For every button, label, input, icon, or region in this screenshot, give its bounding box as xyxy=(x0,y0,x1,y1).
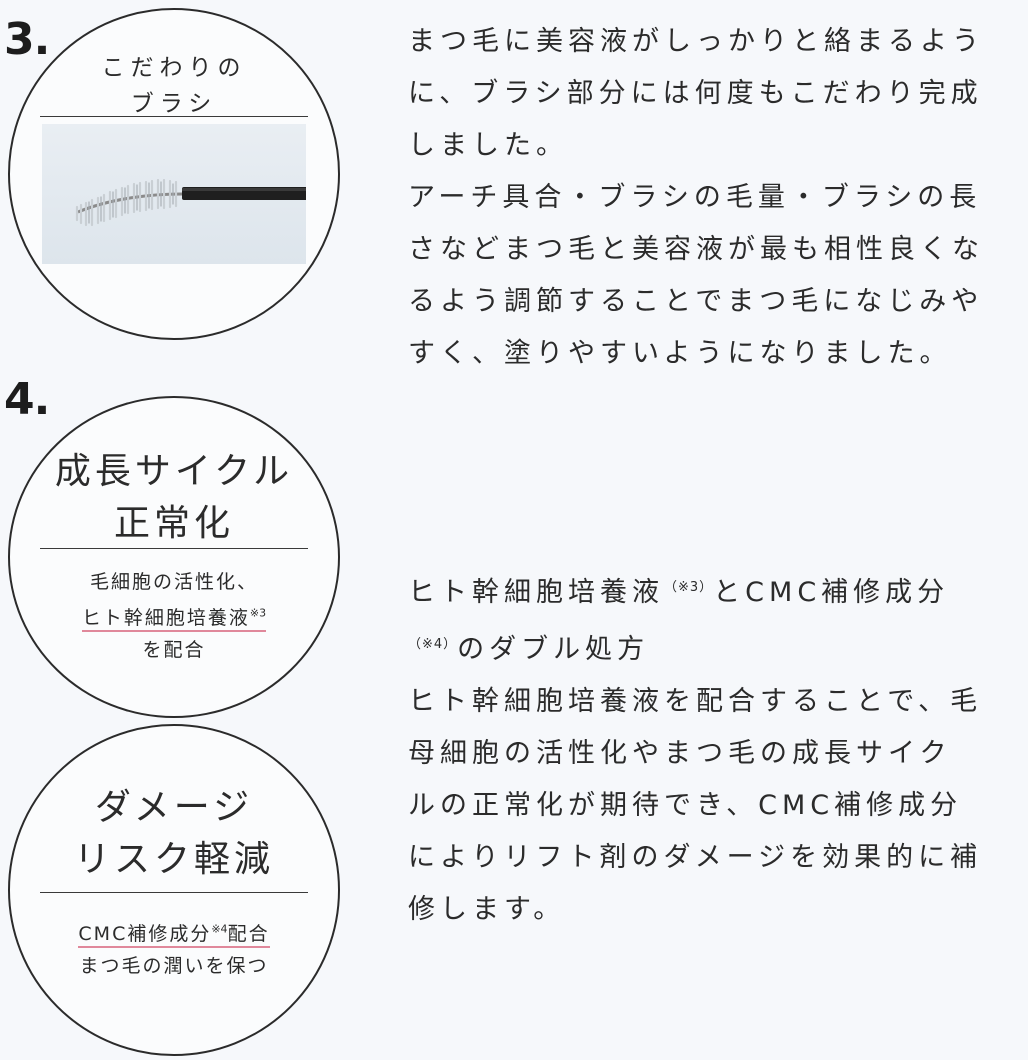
section-3-number: 3. xyxy=(4,14,50,65)
text-line: アーチ具合・ブラシの毛量・ブラシの長 xyxy=(408,182,982,213)
sub-line: を配合 xyxy=(142,639,206,662)
divider xyxy=(40,116,308,117)
divider xyxy=(40,892,308,893)
text-line: 修します。 xyxy=(408,894,566,925)
growth-cycle-circle: 成長サイクル 正常化 毛細胞の活性化、 ヒト幹細胞培養液※3 を配合 xyxy=(8,396,340,718)
text-span: ヒト幹細胞培養液 xyxy=(408,577,664,608)
sub-line: 毛細胞の活性化、 xyxy=(89,571,258,593)
brush-feature-title: こだわりの ブラシ xyxy=(10,50,338,122)
highlighted-ingredient: CMC補修成分※4配合 xyxy=(78,923,270,949)
growth-cycle-title-line1: 成長サイクル xyxy=(54,451,294,492)
double-formula-description: ヒト幹細胞培養液（※3）とCMC補修成分 （※4）のダブル処方 ヒト幹細胞培養液… xyxy=(408,562,1028,936)
highlighted-ingredient: ヒト幹細胞培養液※3 xyxy=(81,607,267,633)
growth-cycle-subtext: 毛細胞の活性化、 ヒト幹細胞培養液※3 を配合 xyxy=(10,566,338,666)
text-line: によりリフト剤のダメージを効果的に補 xyxy=(408,842,983,873)
text-line: 母細胞の活性化やまつ毛の成長サイク xyxy=(408,738,952,769)
damage-risk-title-line1: ダメージ xyxy=(94,787,254,828)
brush-paragraph-1: まつ毛に美容液がしっかりと絡まるよう に、ブラシ部分には何度もこだわり完成 しま… xyxy=(408,16,1028,172)
divider xyxy=(40,548,308,549)
sub-line: ヒト幹細胞培養液※3 xyxy=(10,598,338,634)
brush-description: まつ毛に美容液がしっかりと絡まるよう に、ブラシ部分には何度もこだわり完成 しま… xyxy=(408,16,1028,380)
text-line: さなどまつ毛と美容液が最も相性良くな xyxy=(408,234,984,265)
damage-risk-subtext: CMC補修成分※4配合 まつ毛の潤いを保つ xyxy=(10,914,338,982)
brush-feature-circle: こだわりの ブラシ xyxy=(8,8,340,340)
footnote-mark: （※4） xyxy=(408,637,458,652)
damage-risk-circle: ダメージ リスク軽減 CMC補修成分※4配合 まつ毛の潤いを保つ xyxy=(8,724,340,1056)
footnote-mark: （※3） xyxy=(664,580,714,595)
ingredient-suffix: 配合 xyxy=(227,923,270,946)
footnote-mark: ※4 xyxy=(211,923,228,936)
section-4-number: 4. xyxy=(4,374,50,425)
text-line: ルの正常化が期待でき、CMC補修成分 xyxy=(408,790,963,821)
footnote-mark: ※3 xyxy=(249,607,267,620)
text-line: しました。 xyxy=(408,130,568,161)
double-formula-heading: ヒト幹細胞培養液（※3）とCMC補修成分 （※4）のダブル処方 xyxy=(408,562,1028,676)
brush-paragraph-2: アーチ具合・ブラシの毛量・ブラシの長 さなどまつ毛と美容液が最も相性良くな るよ… xyxy=(408,172,1028,380)
sub-line: まつ毛の潤いを保つ xyxy=(79,955,269,978)
growth-cycle-title-line2: 正常化 xyxy=(113,503,234,544)
text-line: ヒト幹細胞培養液を配合することで、毛 xyxy=(408,686,983,717)
growth-cycle-title: 成長サイクル 正常化 xyxy=(10,446,338,550)
mascara-brush-icon xyxy=(75,178,308,227)
text-span: とCMC補修成分 xyxy=(713,577,950,608)
damage-risk-title: ダメージ リスク軽減 xyxy=(10,782,338,886)
sub-line: CMC補修成分※4配合 xyxy=(10,914,338,950)
double-formula-body: ヒト幹細胞培養液を配合することで、毛 母細胞の活性化やまつ毛の成長サイク ルの正… xyxy=(408,676,1028,936)
text-line: るよう調節することでまつ毛になじみや xyxy=(408,286,984,317)
text-span: のダブル処方 xyxy=(457,634,650,665)
damage-risk-title-line2: リスク軽減 xyxy=(73,839,274,880)
text-line: に、ブラシ部分には何度もこだわり完成 xyxy=(408,78,983,109)
text-line: すく、塗りやすいようになりました。 xyxy=(408,338,952,369)
ingredient-label: CMC補修成分 xyxy=(78,923,212,946)
text-line: まつ毛に美容液がしっかりと絡まるよう xyxy=(408,26,984,57)
mascara-brush-photo xyxy=(42,124,308,264)
brush-feature-title-line2: ブラシ xyxy=(130,91,218,117)
ingredient-label: ヒト幹細胞培養液 xyxy=(81,607,250,630)
brush-feature-title-line1: こだわりの xyxy=(101,55,247,81)
